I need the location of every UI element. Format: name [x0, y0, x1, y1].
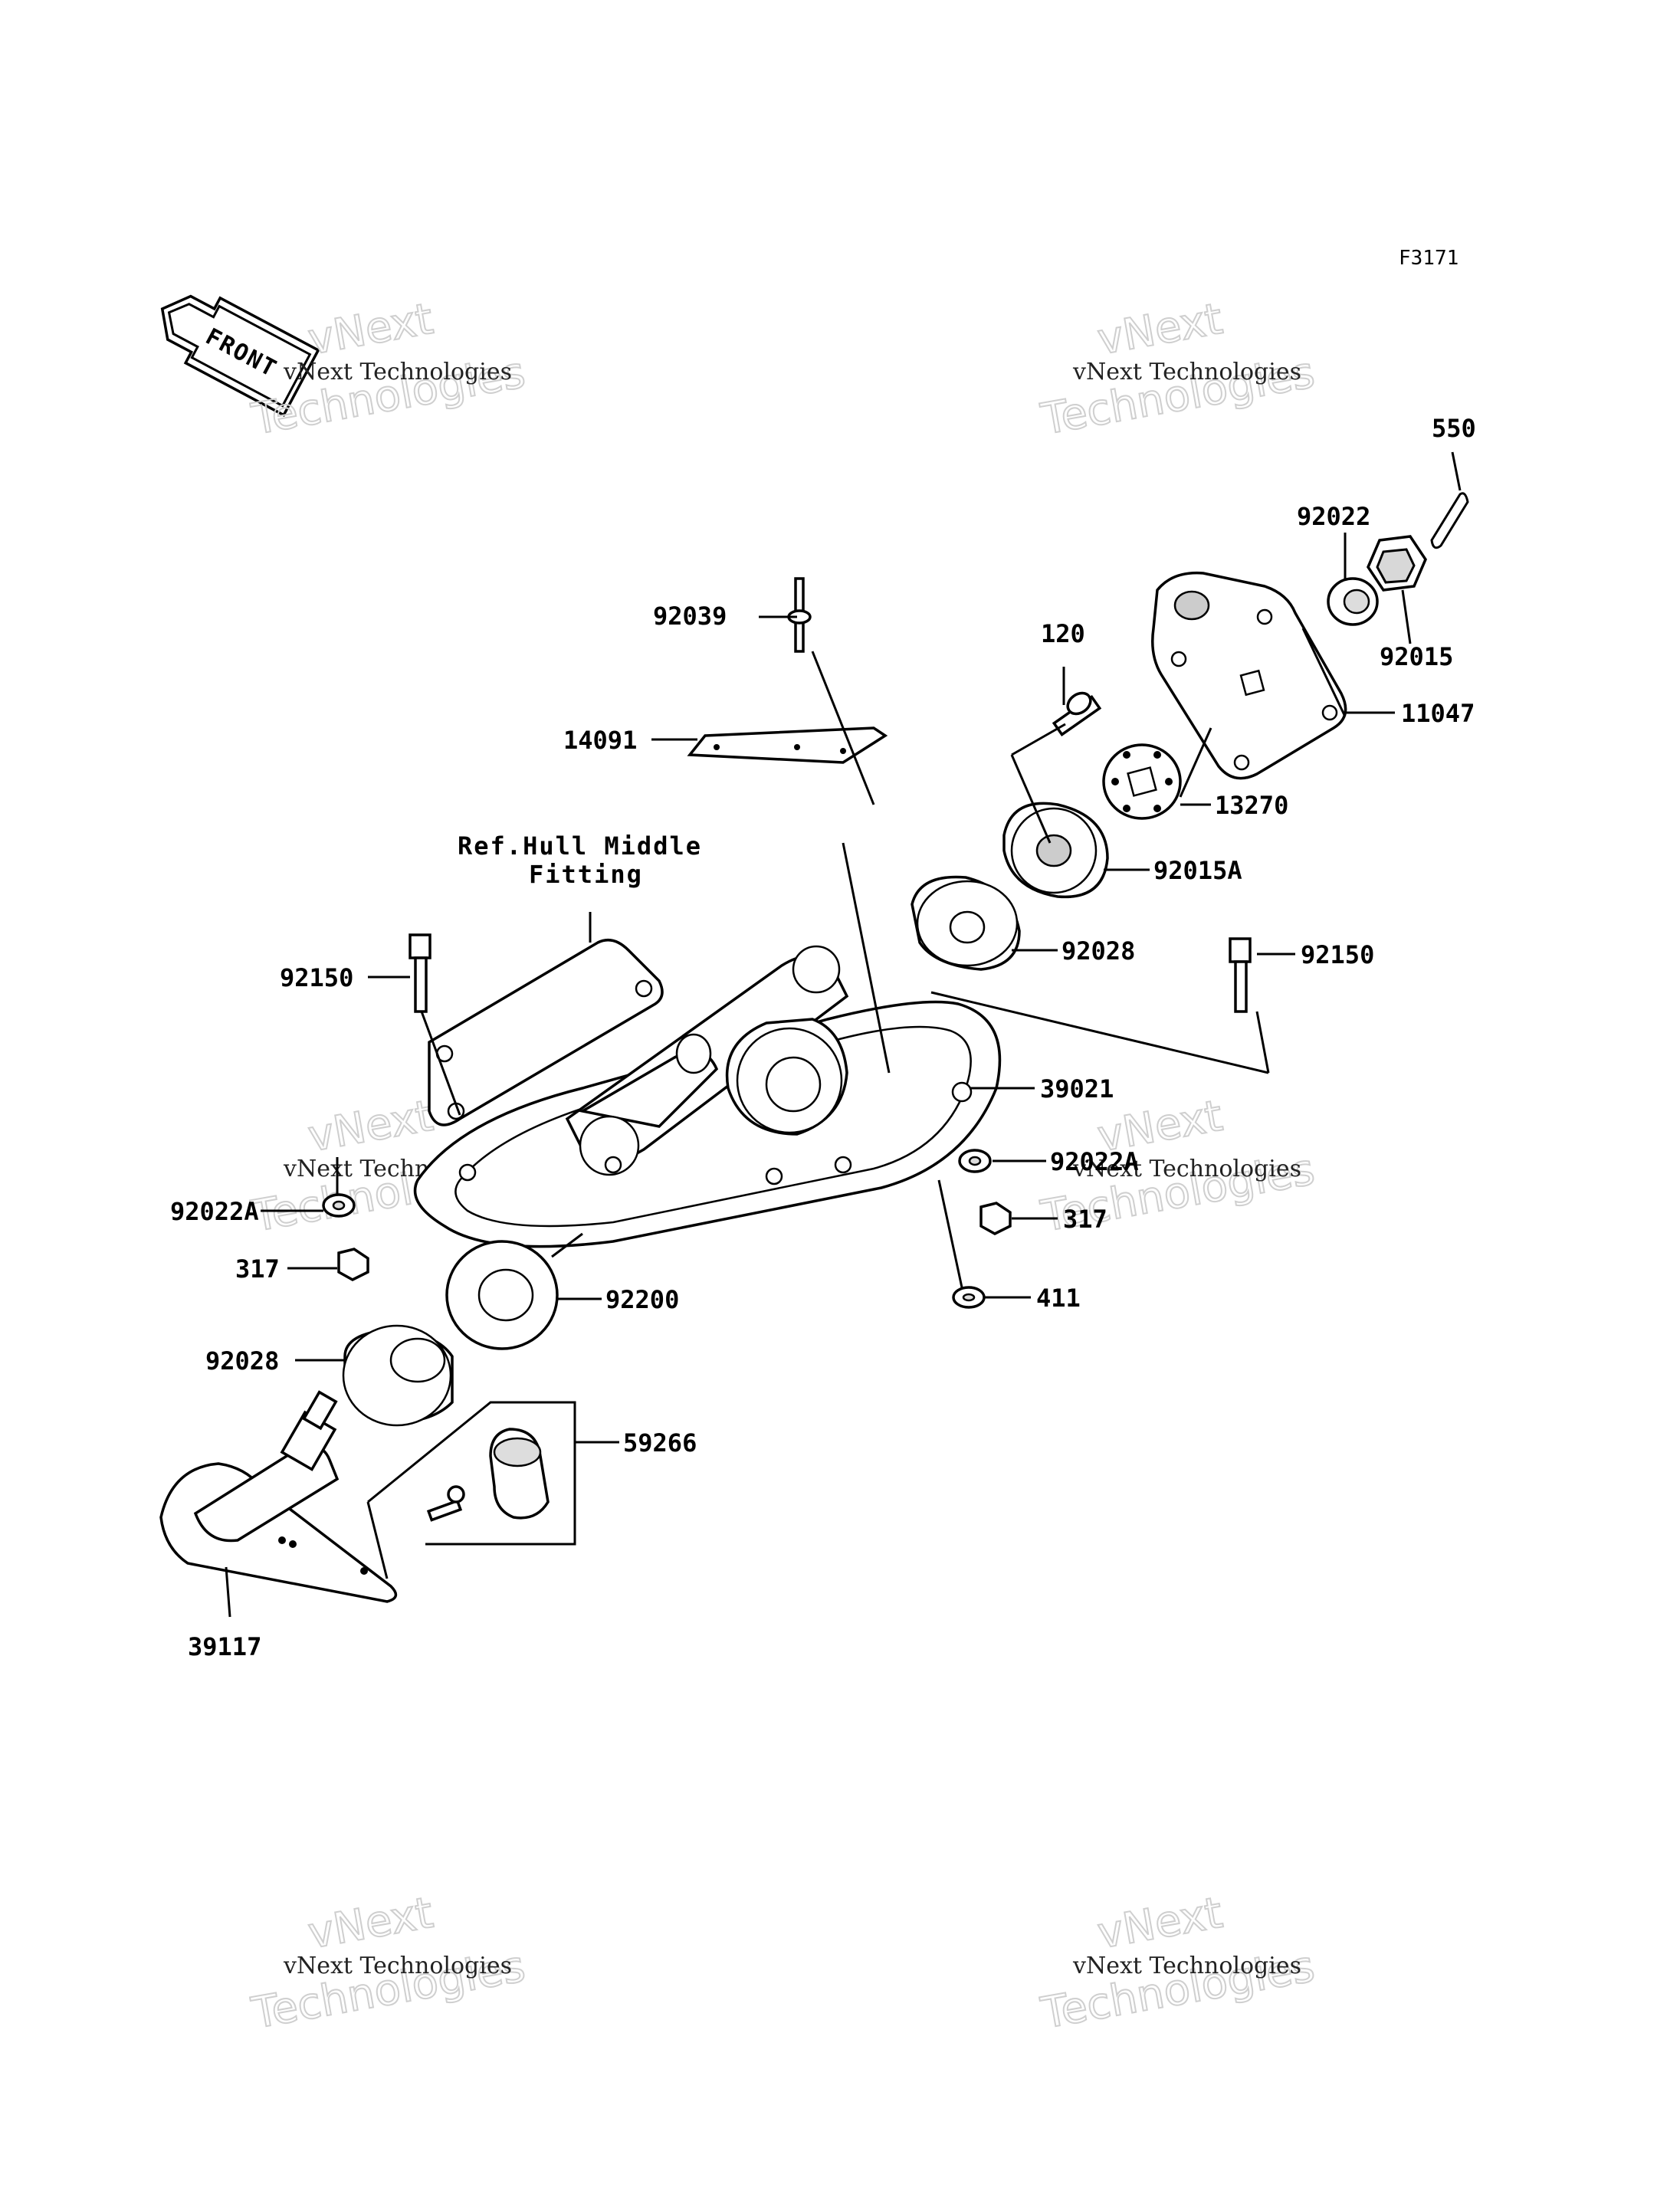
callout-92015: 92015 [1380, 642, 1453, 671]
svg-text:vNext: vNext [304, 1888, 436, 1959]
part-92022-washer [1327, 577, 1379, 626]
svg-text:vNext Technologies: vNext Technologies [283, 1953, 512, 1979]
callout-39021: 39021 [1040, 1074, 1114, 1103]
part-59266-kit [367, 1401, 576, 1546]
watermark-top-right: vNext Technologies vNext Technologies [1036, 293, 1319, 446]
callout-92200: 92200 [605, 1285, 679, 1314]
callout-11047: 11047 [1401, 699, 1475, 728]
part-411-washer [952, 1286, 986, 1309]
callout-92022: 92022 [1297, 502, 1370, 531]
callout-317-right: 317 [1063, 1205, 1107, 1234]
part-317-nut-right [979, 1202, 1012, 1235]
part-550-cotter-pin [1430, 492, 1469, 549]
part-92022A-washer-right [958, 1149, 992, 1173]
svg-text:vNext: vNext [304, 1091, 436, 1162]
callout-92015A: 92015A [1153, 856, 1242, 885]
part-14091-plate [687, 726, 888, 764]
ref-hull-middle-bracket [428, 938, 664, 1126]
part-11047-arm-bracket [1151, 571, 1347, 780]
callout-13270: 13270 [1215, 791, 1288, 820]
part-39021-housing [413, 945, 1002, 1248]
part-13270-disc-plate [1102, 743, 1182, 820]
ref-note-line1: Ref.Hull Middle [458, 831, 702, 861]
part-92015A-nut [1002, 802, 1109, 899]
callout-14091: 14091 [563, 726, 637, 755]
watermark-bottom-left: vNext Technologies vNext Technologies [247, 1887, 530, 2040]
callout-120: 120 [1041, 619, 1085, 648]
svg-text:vNext: vNext [1094, 1888, 1226, 1959]
part-39117-steering-arm [159, 1390, 398, 1603]
ref-note-line2: Fitting [529, 860, 643, 889]
part-92200-ring [445, 1240, 559, 1350]
svg-text:vNext: vNext [304, 294, 436, 365]
part-92015-castle-nut [1367, 535, 1427, 592]
callout-92022A-right: 92022A [1050, 1147, 1139, 1176]
callout-92028-bottom: 92028 [205, 1346, 279, 1376]
svg-text:vNext: vNext [1094, 294, 1226, 365]
leader-lines [225, 451, 1462, 1618]
part-92028-bottom-bushing [342, 1324, 454, 1427]
watermark-bottom-right: vNext Technologies vNext Technologies [1036, 1887, 1319, 2040]
callout-92022A-left: 92022A [170, 1197, 259, 1226]
svg-text:vNext Technologies: vNext Technologies [283, 359, 512, 385]
callout-92150-right: 92150 [1301, 940, 1374, 969]
part-317-nut-left [337, 1248, 369, 1281]
callout-92150-left: 92150 [280, 963, 353, 992]
callout-317-left: 317 [235, 1254, 280, 1284]
callout-411: 411 [1036, 1284, 1081, 1313]
svg-text:vNext Technologies: vNext Technologies [1072, 1953, 1301, 1979]
callout-92028-top: 92028 [1061, 936, 1135, 966]
callout-59266: 59266 [623, 1428, 697, 1458]
callout-labels: 550 92022 92015 11047 92039 120 14091 13… [170, 414, 1476, 1661]
part-92150-bolt-right [1229, 937, 1252, 1013]
callout-39117: 39117 [188, 1632, 261, 1661]
part-92022A-washer-left [322, 1193, 356, 1218]
callout-550: 550 [1432, 414, 1476, 443]
part-92028-top-bushing [911, 875, 1021, 971]
figure-code: F3171 [1399, 247, 1459, 270]
callout-92039: 92039 [653, 602, 727, 631]
part-92150-bolt-left [409, 933, 431, 1013]
front-arrow-icon: FRONT [160, 294, 320, 418]
part-92039-pin [787, 577, 812, 653]
svg-text:vNext Technologies: vNext Technologies [1072, 359, 1301, 385]
svg-text:vNext Technologies: vNext Technologies [1072, 1156, 1301, 1182]
